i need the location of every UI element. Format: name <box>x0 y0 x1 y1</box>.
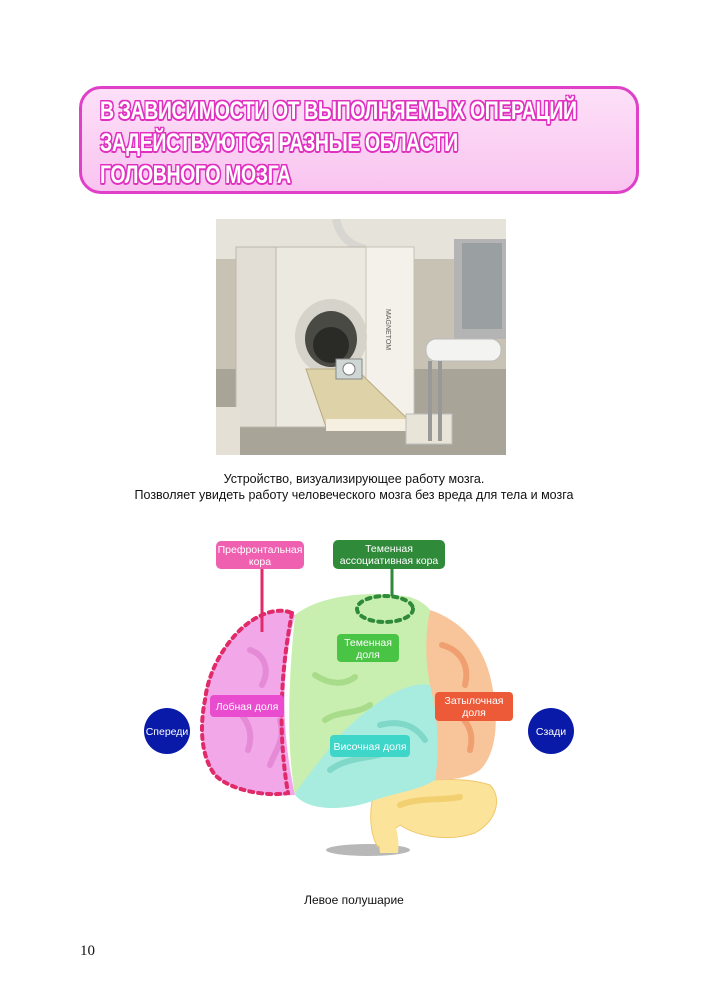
back-circle <box>528 708 574 754</box>
parietal-label-line1: Теменная <box>344 637 392 649</box>
parietal-assoc-outline <box>355 594 415 624</box>
cerebellum <box>370 779 498 848</box>
title-line-2: ЗАДЕЙСТВУЮТСЯ РАЗНЫЕ ОБЛАСТИ <box>100 129 458 157</box>
frontal-label-box <box>210 695 284 717</box>
magnet-brand-text: MAGNETOM <box>384 309 391 350</box>
temporal-label: Височная доля <box>333 741 406 753</box>
hemisphere-caption: Левое полушарие <box>304 893 404 907</box>
parietal-assoc-label-box <box>333 540 445 569</box>
parietal-label-line2: доля <box>356 649 380 661</box>
mri-machine-photo: MAGNETOM <box>216 219 506 455</box>
occipital-label-line1: Затылочная <box>445 695 504 707</box>
parietal-label-box <box>337 634 399 662</box>
prefrontal-outline <box>200 608 295 797</box>
front-circle <box>144 708 190 754</box>
brainstem <box>375 805 399 853</box>
caption-line-2: Позволяет увидеть работу человеческого м… <box>134 488 574 502</box>
occipital-label-line2: доля <box>462 707 486 719</box>
page-number: 10 <box>80 943 95 959</box>
title-line-3: ГОЛОВНОГО МОЗГА <box>100 161 291 189</box>
title-line-1: В ЗАВИСИМОСТИ ОТ ВЫПОЛНЯЕМЫХ ОПЕРАЦИЙ <box>100 97 577 125</box>
occipital-label-box <box>435 692 513 721</box>
parietal-assoc-label-line1: Теменная <box>365 543 413 555</box>
prefrontal-label-box <box>216 541 304 569</box>
prefrontal-label-line1: Префронтальная <box>218 544 303 556</box>
parietal-assoc-label-line2: ассоциативная кора <box>340 555 439 567</box>
caption-line-1: Устройство, визуализирующее работу мозга… <box>223 472 485 486</box>
title-box: В ЗАВИСИМОСТИ ОТ ВЫПОЛНЯЕМЫХ ОПЕРАЦИЙ ЗА… <box>79 86 639 194</box>
temporal-label-box <box>330 735 410 757</box>
brain-diagram: Префронтальная кора Теменная ассоциативн… <box>144 540 574 856</box>
front-label: Спереди <box>146 726 189 738</box>
back-label: Сзади <box>536 726 566 738</box>
prefrontal-label-line2: кора <box>249 556 271 568</box>
frontal-label: Лобная доля <box>216 701 279 713</box>
